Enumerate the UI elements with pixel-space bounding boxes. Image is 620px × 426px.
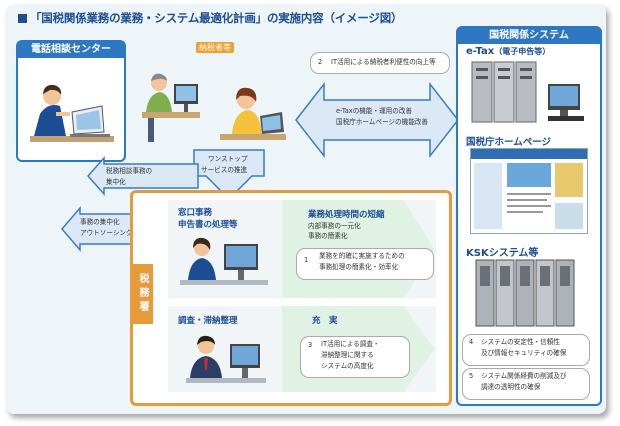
homepage-screenshot — [470, 148, 588, 234]
bubble-4-number: 4 — [469, 338, 474, 346]
taxpayers-label: 納税者等 — [196, 42, 234, 53]
homepage-news-box — [555, 163, 583, 197]
consultation-centralization-arrow — [86, 156, 199, 196]
homepage-link-box — [555, 203, 583, 229]
etax-arrow-line2: 国税庁ホームページの機能改善 — [336, 118, 428, 126]
homepage-banner — [471, 149, 587, 159]
left-arrow-1-line2: 集中化 — [106, 178, 126, 186]
improvement-bubble-3: 3 IT活用による調査・ 滞納整理に関する システムの高度化 — [300, 336, 410, 378]
bubble-1-line2: 事務処理の簡素化・効率化 — [319, 263, 399, 271]
etax-arrow-line1: e-Taxの機能・運用の改善 — [336, 107, 413, 115]
onestop-line2: サービスの推進 — [201, 166, 248, 174]
survey-officer-illustration — [186, 335, 266, 383]
bubble-5-number: 5 — [469, 372, 474, 380]
homepage-image — [507, 163, 551, 187]
ksk-label: KSKシステム等 — [466, 248, 539, 259]
bubble-2-text: IT活用による納税者利便性の向上等 — [331, 58, 436, 66]
etax-servers-illustration — [471, 61, 584, 123]
bubble-4-line1: システムの安定性・信頼性 — [481, 338, 560, 346]
onestop-line1: ワンストップ — [208, 155, 248, 163]
improvement-bubble-5: 5 システム関係経費の削減及び 調達の透明性の確保 — [462, 368, 590, 400]
etax-subtitle: （電子申告等） — [494, 47, 551, 56]
homepage-text-line — [507, 199, 547, 201]
window-clerk-illustration — [180, 237, 268, 285]
left-arrow-2-line1: 事務の集中化 — [80, 218, 120, 226]
window-title-line1: 窓口事務 — [178, 208, 213, 218]
survey-title: 調査・滞納整理 — [178, 316, 238, 326]
etax-name: e-Tax — [466, 46, 495, 57]
left-arrow-1-line1: 税務相談事務の — [106, 167, 153, 175]
shorten-title: 業務処理時間の短縮 — [308, 210, 385, 220]
homepage-text-line — [507, 205, 551, 207]
title-square-icon — [18, 14, 27, 23]
improvement-bubble-1: 1 業務を的確に実施するための 事務処理の簡素化・効率化 — [296, 248, 434, 280]
tax-office-label: 税務署 — [131, 264, 153, 324]
improvement-bubble-2: 2 IT活用による納税者利便性の向上等 — [310, 52, 450, 74]
call-center-operator-illustration — [30, 84, 114, 142]
shorten-sub1: 内部事務の一元化 — [308, 222, 361, 230]
bubble-3-line2: 滞納整理に関する — [321, 351, 374, 359]
bubble-1-number: 1 — [304, 256, 309, 264]
shorten-sub2: 事務の簡素化 — [308, 232, 348, 240]
etax-label: e-Tax（電子申告等） — [466, 46, 550, 57]
left-arrow-2-line2: アウトソーシングの推進 — [80, 229, 153, 237]
bubble-3-line3: システムの高度化 — [321, 362, 374, 370]
bubble-3-number: 3 — [308, 341, 313, 349]
bubble-4-line2: 及び情報セキュリティの確保 — [481, 349, 567, 357]
improvement-bubble-4: 4 システムの安定性・信頼性 及び情報セキュリティの確保 — [462, 334, 590, 366]
homepage-text-line — [507, 211, 543, 213]
ksk-server-racks-illustration — [475, 259, 575, 327]
homepage-text-line — [507, 193, 551, 195]
title-text: 「国税関係業務の業務・システム最適化計画」の実施内容（イメージ図） — [30, 11, 403, 25]
window-title-line2: 申告書の処理等 — [178, 220, 238, 230]
bubble-5-line1: システム関係経費の削減及び — [481, 372, 567, 380]
taxpayers-illustration — [142, 73, 286, 142]
enhancement-title: 充 実 — [312, 316, 338, 326]
homepage-label: 国税庁ホームページ — [466, 137, 552, 148]
bubble-2-number: 2 — [318, 58, 323, 66]
bubble-1-line1: 業務を的確に実施するための — [319, 252, 405, 260]
bubble-3-line1: IT活用による調査・ — [321, 340, 380, 348]
homepage-sidebar — [474, 163, 502, 229]
bubble-5-line2: 調達の透明性の確保 — [481, 383, 541, 391]
diagram-title: 「国税関係業務の業務・システム最適化計画」の実施内容（イメージ図） — [18, 10, 403, 26]
systems-header: 国税関係システム — [458, 28, 600, 44]
call-center-header: 電話相談センター — [18, 42, 124, 58]
